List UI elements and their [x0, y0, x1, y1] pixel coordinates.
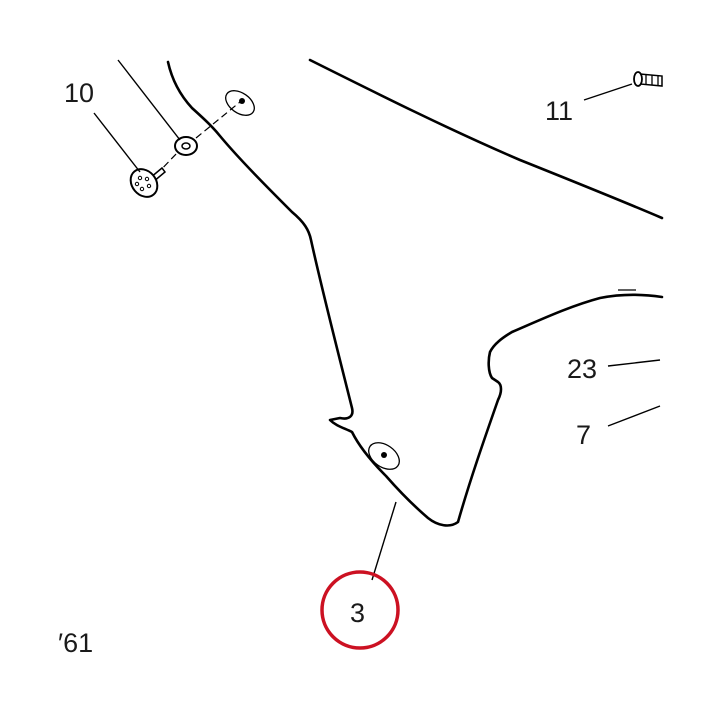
- callout-3: 3: [350, 598, 365, 628]
- leader-10-screw: [93, 112, 141, 173]
- drawing-code: ′61: [58, 628, 93, 658]
- callout-11: 11: [545, 96, 573, 126]
- fender-panel-outline: [166, 60, 664, 527]
- washer-icon: [174, 136, 198, 156]
- upper-mounting-hole: [225, 90, 255, 116]
- lower-mounting-hole: [368, 442, 400, 470]
- callout-23: 23: [567, 354, 597, 384]
- callout-7: 7: [576, 420, 591, 450]
- leader-10-washer: [117, 59, 181, 141]
- leader-7: [607, 405, 661, 427]
- highlight-circle: [320, 570, 400, 650]
- screw-icon: [129, 166, 167, 198]
- leader-11: [583, 83, 633, 101]
- bolt-icon: [633, 71, 663, 87]
- callout-10: 10: [64, 78, 94, 108]
- leader-3: [371, 501, 397, 581]
- leader-23: [607, 359, 661, 367]
- assembly-axis-line-upper: [195, 101, 241, 139]
- upper-panel-edge: [308, 58, 664, 220]
